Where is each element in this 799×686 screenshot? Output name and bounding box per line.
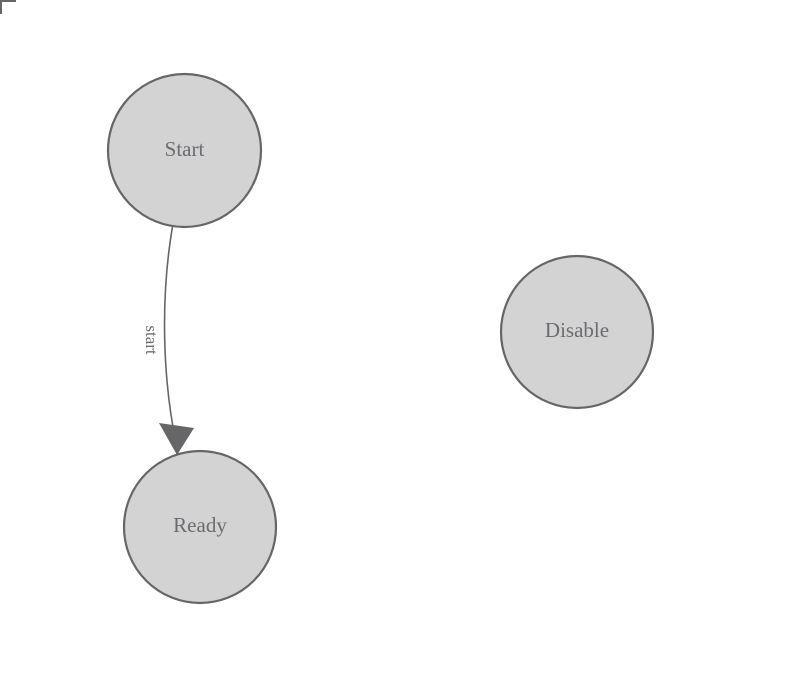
state-circle[interactable] [106,72,263,229]
edge-layer: start [142,226,194,456]
state-label-ready: Ready [173,513,227,537]
state-node-ready[interactable]: Ready [122,449,278,605]
edge-label-start: start [142,325,161,355]
corner-bracket-icon [0,0,16,14]
edge-start-to-ready[interactable]: start [142,226,194,456]
state-label-start: Start [165,137,205,161]
state-circle[interactable] [499,254,655,410]
state-node-start[interactable]: Start [106,72,263,229]
arrowhead-icon [159,423,194,455]
state-node-disable[interactable]: Disable [499,254,655,410]
state-circle[interactable] [122,449,278,605]
state-label-disable: Disable [545,318,609,342]
edge-line[interactable] [163,226,177,444]
node-layer: Start Ready Disable [106,72,655,605]
